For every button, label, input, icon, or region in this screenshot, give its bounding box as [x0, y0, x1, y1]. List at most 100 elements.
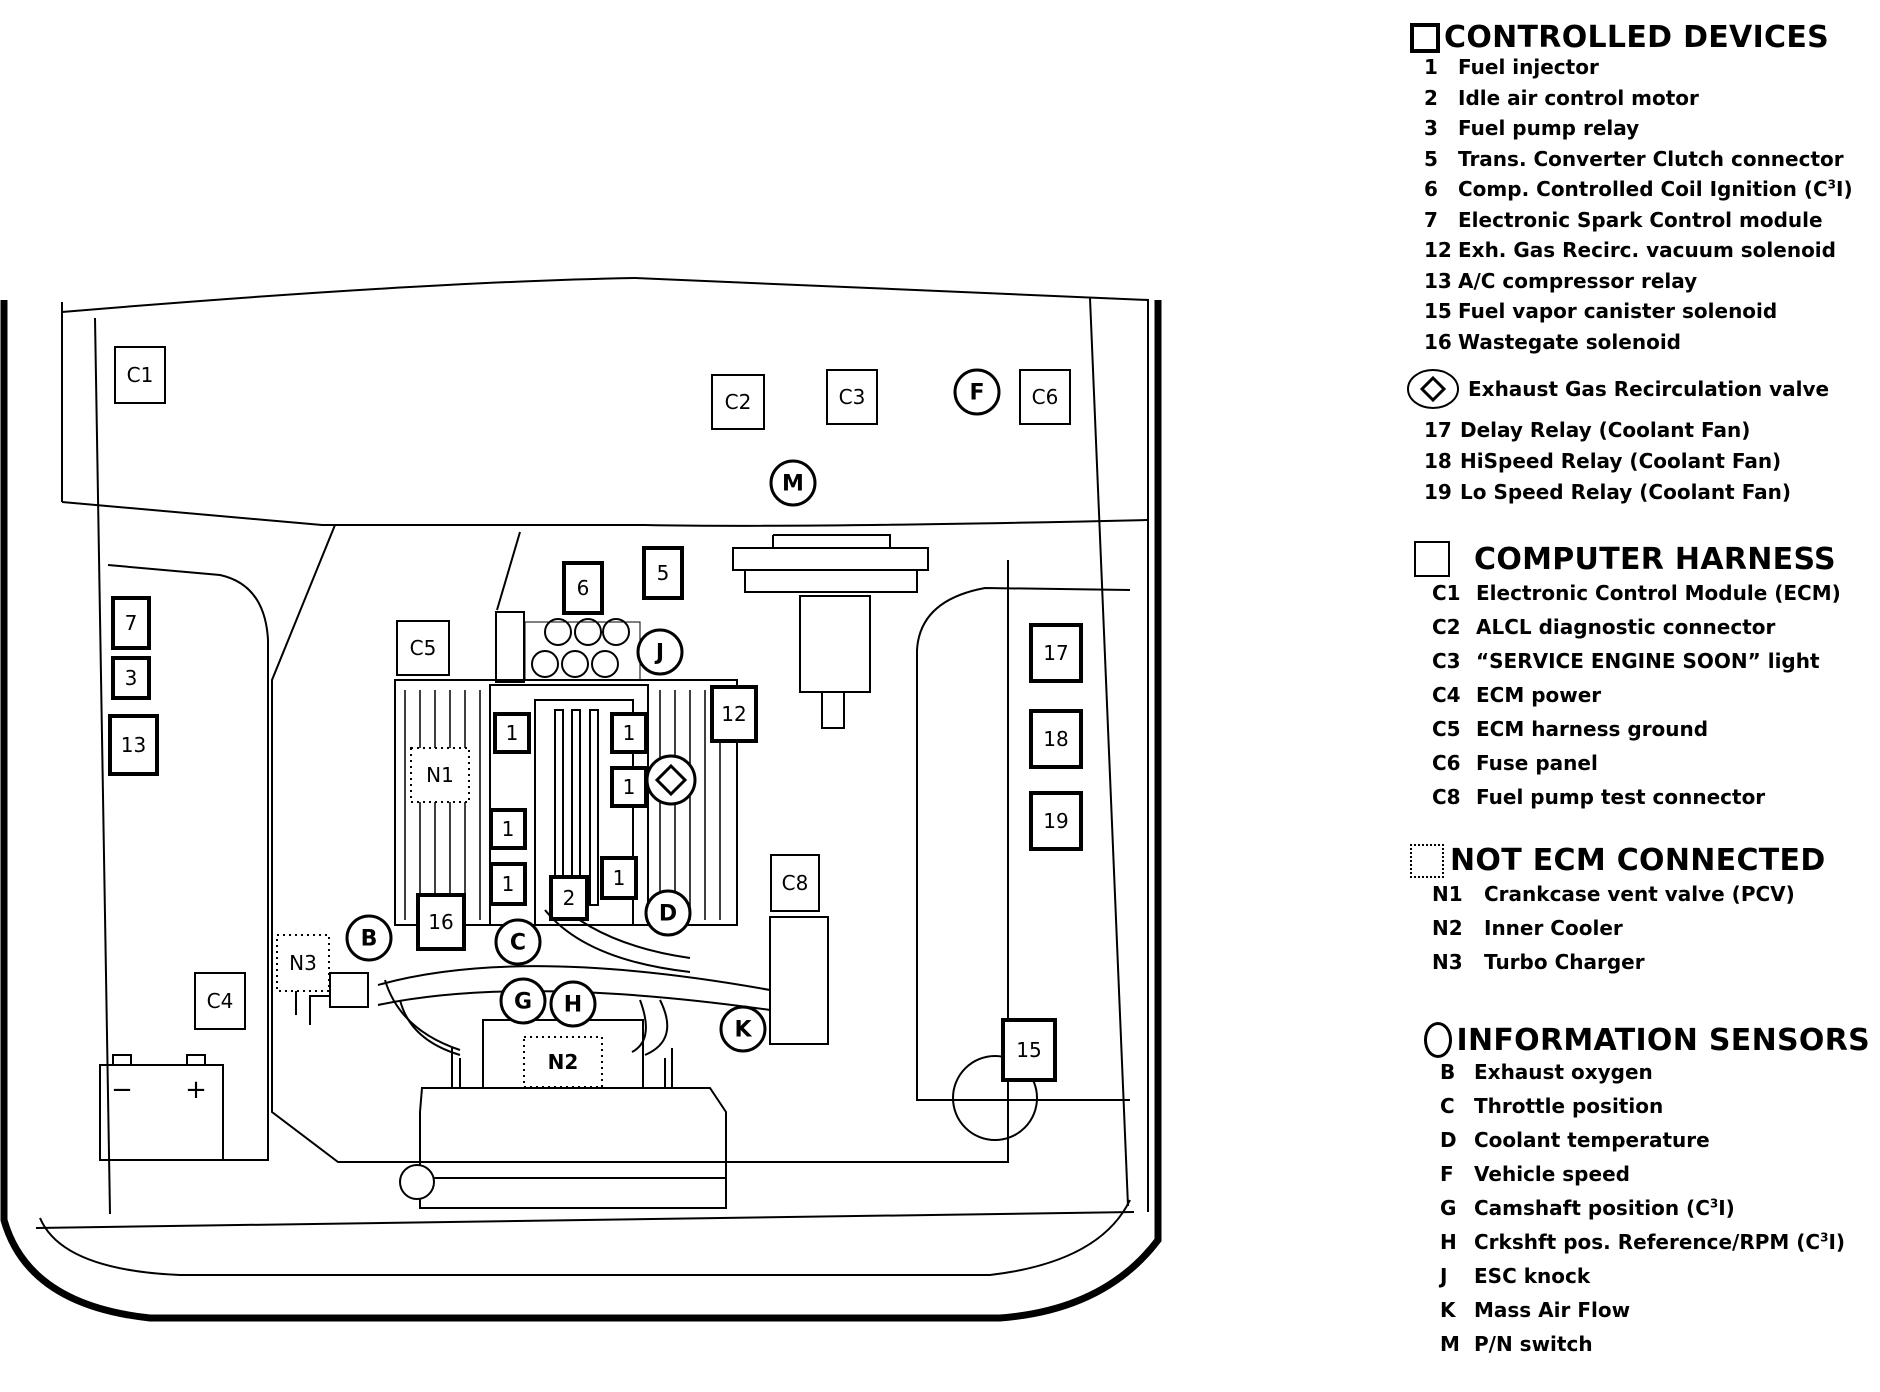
egr-legend-item: Exhaust Gas Recirculation valve [1406, 368, 1870, 410]
sensor-f-circle [953, 368, 1001, 416]
legend-item: J ESC knock [1410, 1266, 1870, 1300]
legend-item: C3“SERVICE ENGINE SOON” light [1410, 651, 1870, 685]
sensor-m-label: M [782, 472, 804, 497]
legend-item-text: Electronic Spark Control module [1458, 207, 1823, 232]
computer-harness-heading: COMPUTER HARNESS [1414, 541, 1870, 577]
egr-valve-symbol [645, 754, 697, 806]
sensor-c-label: C [510, 931, 526, 956]
sensor-h-circle [549, 980, 597, 1028]
legend-item-code: C6 [1432, 751, 1461, 775]
legend-item-text: Fuel pump test connector [1476, 785, 1766, 809]
legend-item-code: B [1440, 1060, 1456, 1084]
vapor-canister [952, 1055, 1038, 1141]
not-ecm-n2-label: N2 [548, 1050, 579, 1074]
sensor-h-label: H [564, 993, 582, 1018]
device-6-box [562, 561, 604, 615]
sensor-g-label: G [514, 990, 532, 1015]
legend-item-text: Crankcase vent valve (PCV) [1484, 882, 1795, 906]
left-wheel-well [107, 564, 269, 1161]
harness-c8-label: C8 [782, 871, 809, 895]
legend-item-text: Vehicle speed [1474, 1162, 1630, 1186]
device-1-4-box [489, 862, 527, 906]
harness-c3-box [826, 369, 878, 425]
legend-item-code: F [1440, 1162, 1454, 1186]
legend-item-code: C8 [1432, 785, 1461, 809]
dotted-square-icon [1410, 843, 1444, 878]
legend-item-code: H [1440, 1230, 1457, 1254]
not-ecm-n3-label: N3 [289, 951, 317, 975]
sensor-k-label: K [734, 1018, 752, 1043]
intake-plumbing [295, 899, 771, 1056]
legend-item-code: 3 [1424, 116, 1438, 140]
computer-harness-title: COMPUTER HARNESS [1474, 541, 1836, 577]
device-1-4-label: 1 [502, 872, 515, 896]
sensor-d-label: D [659, 902, 677, 927]
device-17-label: 17 [1043, 641, 1068, 665]
not-ecm-n3-box [276, 934, 330, 992]
legend-item-code: N2 [1432, 916, 1463, 940]
harness-c4-label: C4 [207, 989, 234, 1013]
legend-item-code: C1 [1432, 581, 1461, 605]
not-ecm-n2-box [523, 1036, 603, 1088]
thin-square-icon [1414, 541, 1450, 577]
legend-item-code: J [1440, 1264, 1448, 1288]
cowl-panel [61, 276, 1149, 1215]
device-1-5-box [600, 856, 638, 900]
legend-item-text: P/N switch [1474, 1332, 1593, 1356]
legend-item-text: Coolant temperature [1474, 1128, 1710, 1152]
legend-item-code: N3 [1432, 950, 1463, 974]
device-12-label: 12 [721, 702, 746, 726]
sensor-g-circle [499, 977, 547, 1025]
device-1-label: 1 [506, 721, 519, 745]
device-5-box [642, 546, 684, 600]
legend-item-text: Trans. Converter Clutch connector [1458, 146, 1844, 171]
legend-item: B Exhaust oxygen [1410, 1062, 1870, 1096]
intercooler-housing [419, 1019, 727, 1209]
legend-item-code: 7 [1424, 207, 1438, 232]
device-1-1-label: 1 [623, 721, 636, 745]
legend-item-text: ESC knock [1474, 1264, 1591, 1288]
harness-c5-box [396, 620, 450, 676]
engine-bay-outline [271, 524, 1009, 1163]
device-13-label: 13 [121, 733, 146, 757]
legend-item-code: 16 [1424, 329, 1452, 354]
legend-item-text: Exhaust oxygen [1474, 1060, 1653, 1084]
not-ecm-title: NOT ECM CONNECTED [1450, 843, 1826, 878]
controlled-devices-title: CONTROLLED DEVICES [1444, 20, 1830, 55]
egr-legend-text: Exhaust Gas Recirculation valve [1468, 377, 1830, 401]
legend-item-text: “SERVICE ENGINE SOON” light [1476, 649, 1820, 673]
device-7-label: 7 [125, 611, 138, 635]
legend-item-code: 12 [1424, 238, 1452, 262]
circle-icon [1424, 1022, 1453, 1058]
legend-item-code: K [1440, 1298, 1456, 1322]
air-cleaner-assembly [732, 534, 929, 1045]
device-1-3-label: 1 [502, 817, 515, 841]
legend-item: C8 Fuel pump test connector [1410, 787, 1870, 821]
legend-item-text: Delay Relay (Coolant Fan) [1460, 418, 1751, 442]
harness-c8-box [770, 854, 820, 912]
harness-c3-label: C3 [839, 385, 866, 409]
controlled-devices-heading: CONTROLLED DEVICES [1410, 20, 1870, 55]
device-2-box [549, 875, 589, 921]
sensor-b-label: B [361, 927, 378, 952]
battery-positive-terminal: + [185, 1075, 207, 1105]
legend-item-code: C4 [1432, 683, 1461, 707]
device-18-box [1029, 709, 1083, 769]
